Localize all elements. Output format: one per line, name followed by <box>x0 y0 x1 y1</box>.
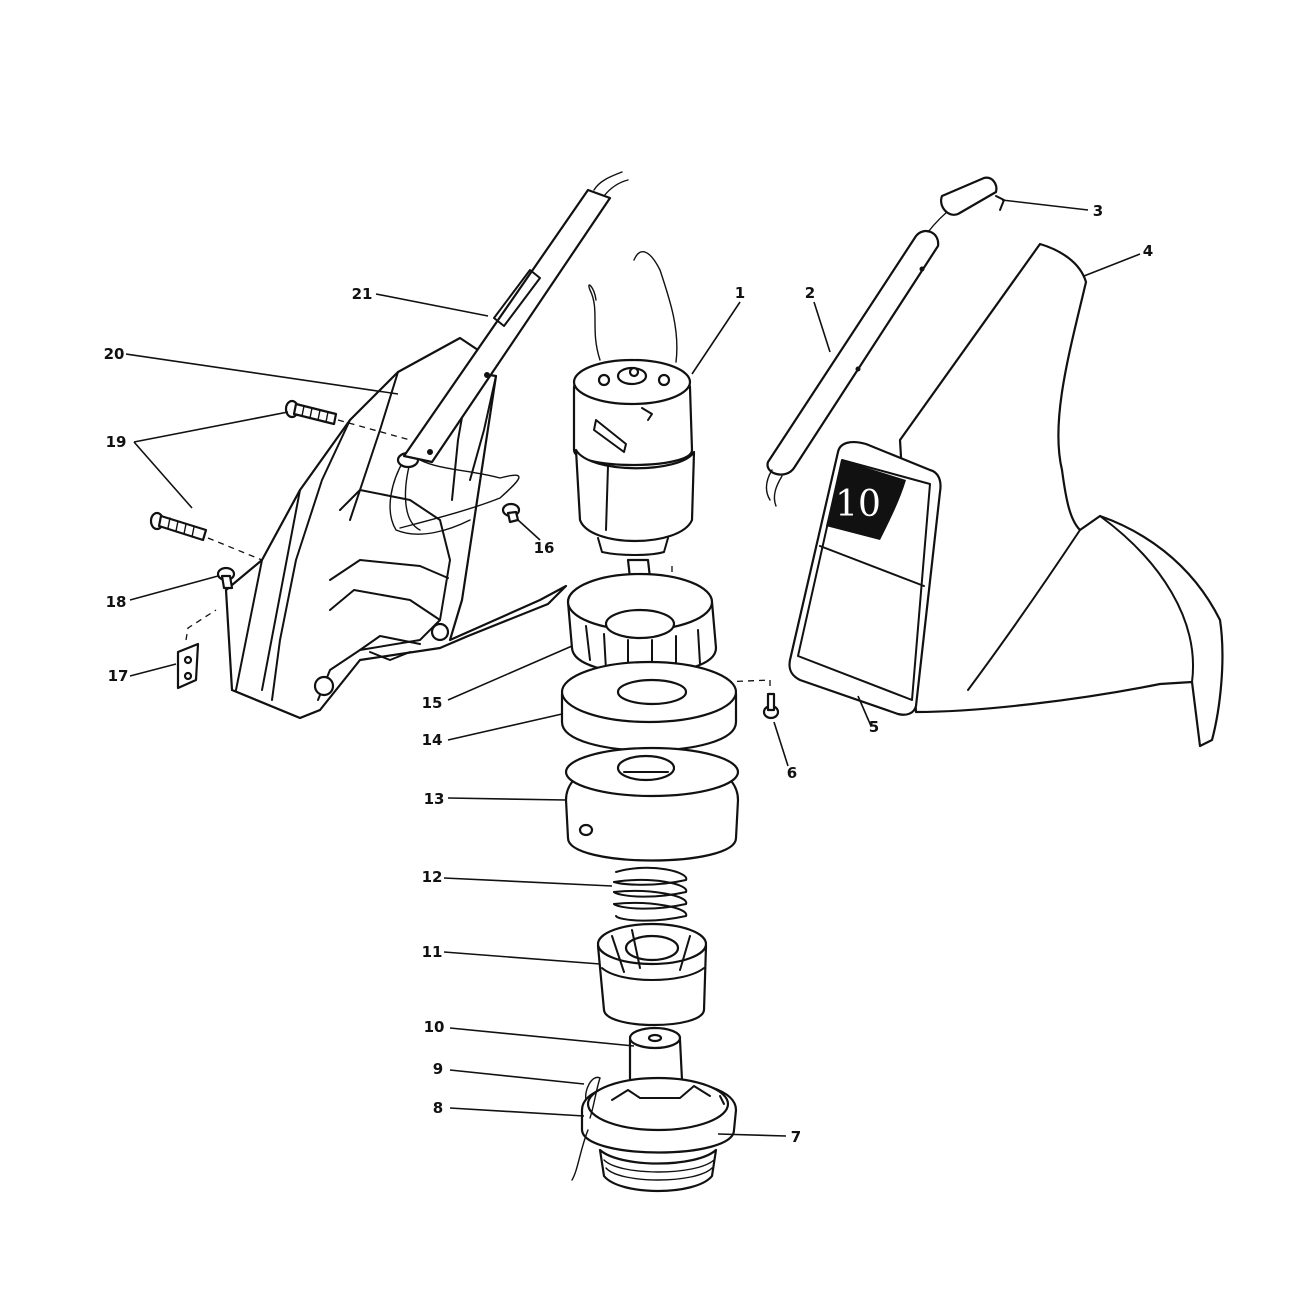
decal-number: 10 <box>835 484 881 525</box>
spring <box>613 866 688 922</box>
callout-7: 7 <box>791 1128 801 1146</box>
callout-9: 9 <box>433 1060 443 1078</box>
mounting-plate <box>176 609 217 690</box>
base-housing <box>571 1076 738 1193</box>
screw-upper <box>284 399 338 426</box>
callout-19: 19 <box>106 433 127 451</box>
callout-20: 20 <box>104 345 125 363</box>
callout-21: 21 <box>352 285 373 303</box>
callout-10: 10 <box>424 1018 445 1036</box>
small-screw <box>501 502 521 524</box>
connector-plug <box>940 176 1005 216</box>
guard-shield <box>898 242 1224 748</box>
housing-left-half <box>224 336 568 720</box>
callout-17: 17 <box>108 667 129 685</box>
motor <box>572 251 696 556</box>
locking-screw <box>675 679 780 720</box>
callout-labels: 1 2 3 4 5 6 7 8 9 10 11 12 13 14 15 16 1… <box>104 202 1154 1146</box>
callout-18: 18 <box>106 593 127 611</box>
callout-13: 13 <box>424 790 445 808</box>
decal-label: 10 <box>788 441 942 716</box>
callout-12: 12 <box>422 868 443 886</box>
handle-tube <box>402 171 629 464</box>
rivet-pin <box>216 566 236 590</box>
callout-16: 16 <box>534 539 555 557</box>
line-spool <box>596 922 708 1027</box>
callout-6: 6 <box>787 764 797 782</box>
spool-disc <box>560 660 738 752</box>
spool-collar <box>566 572 718 704</box>
callout-5: 5 <box>869 718 879 736</box>
leader-lines <box>125 199 1141 1137</box>
screw-lower <box>149 511 208 542</box>
callout-4: 4 <box>1143 242 1153 260</box>
callout-11: 11 <box>422 943 443 961</box>
callout-14: 14 <box>422 731 443 749</box>
spool-cover <box>564 746 740 862</box>
callout-8: 8 <box>433 1099 443 1117</box>
callout-2: 2 <box>805 284 815 302</box>
callout-3: 3 <box>1093 202 1103 220</box>
callout-15: 15 <box>422 694 443 712</box>
callout-1: 1 <box>735 284 745 302</box>
